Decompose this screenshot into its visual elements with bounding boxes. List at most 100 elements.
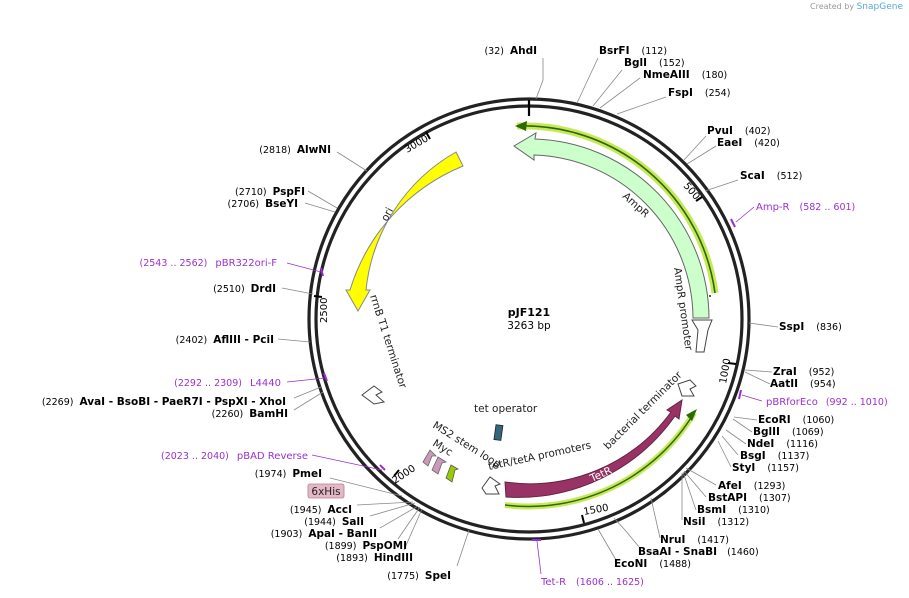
leader-styi xyxy=(717,440,732,468)
leader-econi xyxy=(597,528,617,561)
leader-pspomi xyxy=(397,506,421,540)
site-bstapi: BstAPI(1307) xyxy=(708,492,791,504)
primer-ampr: Amp-R(582 .. 601) xyxy=(756,202,855,213)
site-bseyi: (2706)BseYI xyxy=(228,198,298,210)
site-pos: (2818) xyxy=(259,145,291,156)
site-spei: (1775)SpeI xyxy=(387,570,451,582)
site-name: BamHI xyxy=(249,408,288,420)
tick-label-1000: 1000 xyxy=(718,358,733,385)
site-styi: StyI(1157) xyxy=(732,462,799,474)
tet-promoters-label: tetR/tetA promoters xyxy=(487,439,592,473)
primer-pbrforeco: pBRforEco(992 .. 1010) xyxy=(766,397,888,408)
site-pos: (1974) xyxy=(255,469,287,480)
site-name: BsgI xyxy=(740,450,766,462)
leader-pmei xyxy=(329,477,403,497)
primer-leader-l4440 xyxy=(286,377,326,383)
primer-leader-pbr322ori xyxy=(286,262,322,273)
site-bgli: BglI(152) xyxy=(624,57,685,69)
plasmid-length: 3263 bp xyxy=(507,320,551,332)
primer-mark-pbad xyxy=(379,464,386,471)
primer-leader-ampr xyxy=(735,206,755,223)
primer-range: (2543 .. 2562) xyxy=(140,258,208,269)
site-pos: (954) xyxy=(810,379,836,390)
primer-leader-pbad xyxy=(311,454,383,471)
site-name: BsmI xyxy=(697,504,726,516)
site-pos: (1310) xyxy=(738,505,770,516)
rrnb-terminator-arrow xyxy=(361,385,386,405)
tet-operator-label: tet operator xyxy=(474,403,538,415)
tick-2000 xyxy=(393,469,400,477)
site-labels: (32)AhdI BsrFI(112) BglI(152) NmeAIII(18… xyxy=(42,45,842,582)
leader-ahdi xyxy=(535,58,544,100)
site-sspi: SspI(836) xyxy=(779,321,842,333)
leader-aatii xyxy=(744,371,771,385)
site-pos: (402) xyxy=(745,126,771,137)
tick-label-2500: 2500 xyxy=(319,298,330,323)
site-drdi: (2510)DrdI xyxy=(213,283,276,295)
leader-bamhi xyxy=(293,391,324,411)
site-bsgi: BsgI (1137) xyxy=(740,450,809,462)
site-alwni: (2818) AlwNI xyxy=(259,144,331,156)
site-aatii: AatII(954) xyxy=(770,378,836,390)
leader-fspi xyxy=(616,96,667,115)
site-pos: (112) xyxy=(642,46,668,57)
site-pos: (1137) xyxy=(778,451,810,462)
site-nsii: NsiI(1312) xyxy=(683,516,749,528)
site-name: NmeAIII xyxy=(643,69,690,81)
primer-range: (582 .. 601) xyxy=(800,202,856,213)
backbone-outer xyxy=(307,97,751,541)
site-name: SpeI xyxy=(425,570,451,582)
site-name: AfeI xyxy=(718,480,742,492)
site-pos: (952) xyxy=(809,367,835,378)
leader-nrui xyxy=(650,497,661,539)
site-sali: (1944)SalI xyxy=(304,516,364,528)
tetr-arrow xyxy=(504,398,683,498)
tick-3000 xyxy=(425,131,431,140)
leader-ecori xyxy=(733,416,758,421)
site-pos: (1116) xyxy=(786,439,818,450)
site-pos: (1069) xyxy=(792,427,824,438)
leader-bsgi xyxy=(721,435,739,456)
site-pos: (32) xyxy=(484,46,504,57)
site-bglii: BglII(1069) xyxy=(753,426,824,438)
site-avai-group: (2269)AvaI - BsoBI - PaeR7I - PspXI - Xh… xyxy=(42,396,286,408)
ampr-arrow xyxy=(513,132,710,319)
rrnb-label: rrnB T1 terminator xyxy=(367,293,409,390)
leader-afliii xyxy=(277,338,311,343)
site-name: ZraI xyxy=(773,366,797,378)
leader-zrai xyxy=(744,369,773,373)
site-pos: (1293) xyxy=(754,481,786,492)
tick-1500 xyxy=(581,514,585,524)
site-pos: (180) xyxy=(702,70,728,81)
leader-afei xyxy=(685,467,717,486)
site-pspomi: (1899)PspOMI xyxy=(325,540,407,552)
site-nmeaiii: NmeAIII (180) xyxy=(643,69,727,81)
site-ahdi: (32)AhdI xyxy=(484,45,537,57)
site-nrui: NruI(1417) xyxy=(660,534,729,546)
site-pos: (254) xyxy=(705,88,731,99)
site-pos: (2706) xyxy=(228,199,260,210)
primer-pbr322ori-f: (2543 .. 2562)pBR322ori-F xyxy=(140,258,278,269)
site-afei: AfeI (1293) xyxy=(718,480,785,492)
leader-hindiii xyxy=(403,508,423,551)
site-name: AccI xyxy=(328,504,352,516)
site-name: PspOMI xyxy=(362,540,407,552)
primer-name: pBAD Reverse xyxy=(237,451,308,462)
his-tag-label: 6xHis xyxy=(311,486,340,498)
site-pos: (1307) xyxy=(759,493,791,504)
credit-prefix: Created by xyxy=(810,2,855,11)
site-pos: (2402) xyxy=(176,335,208,346)
site-acci: (1945)AccI xyxy=(290,504,352,516)
site-pos: (836) xyxy=(816,322,842,333)
site-name: SalI xyxy=(342,516,364,528)
site-name: PmeI xyxy=(292,468,322,480)
leader-bsaai xyxy=(613,517,641,549)
tick-label-2000: 2000 xyxy=(391,463,418,486)
plasmid-name: pJF121 xyxy=(508,306,550,319)
bact-term-arrow xyxy=(677,379,697,397)
ms2-arrow-1 xyxy=(422,449,437,467)
site-name: PvuI xyxy=(707,125,733,137)
site-name: AlwNI xyxy=(297,144,331,156)
leader-acci xyxy=(356,501,414,506)
leader-avai xyxy=(293,386,322,399)
